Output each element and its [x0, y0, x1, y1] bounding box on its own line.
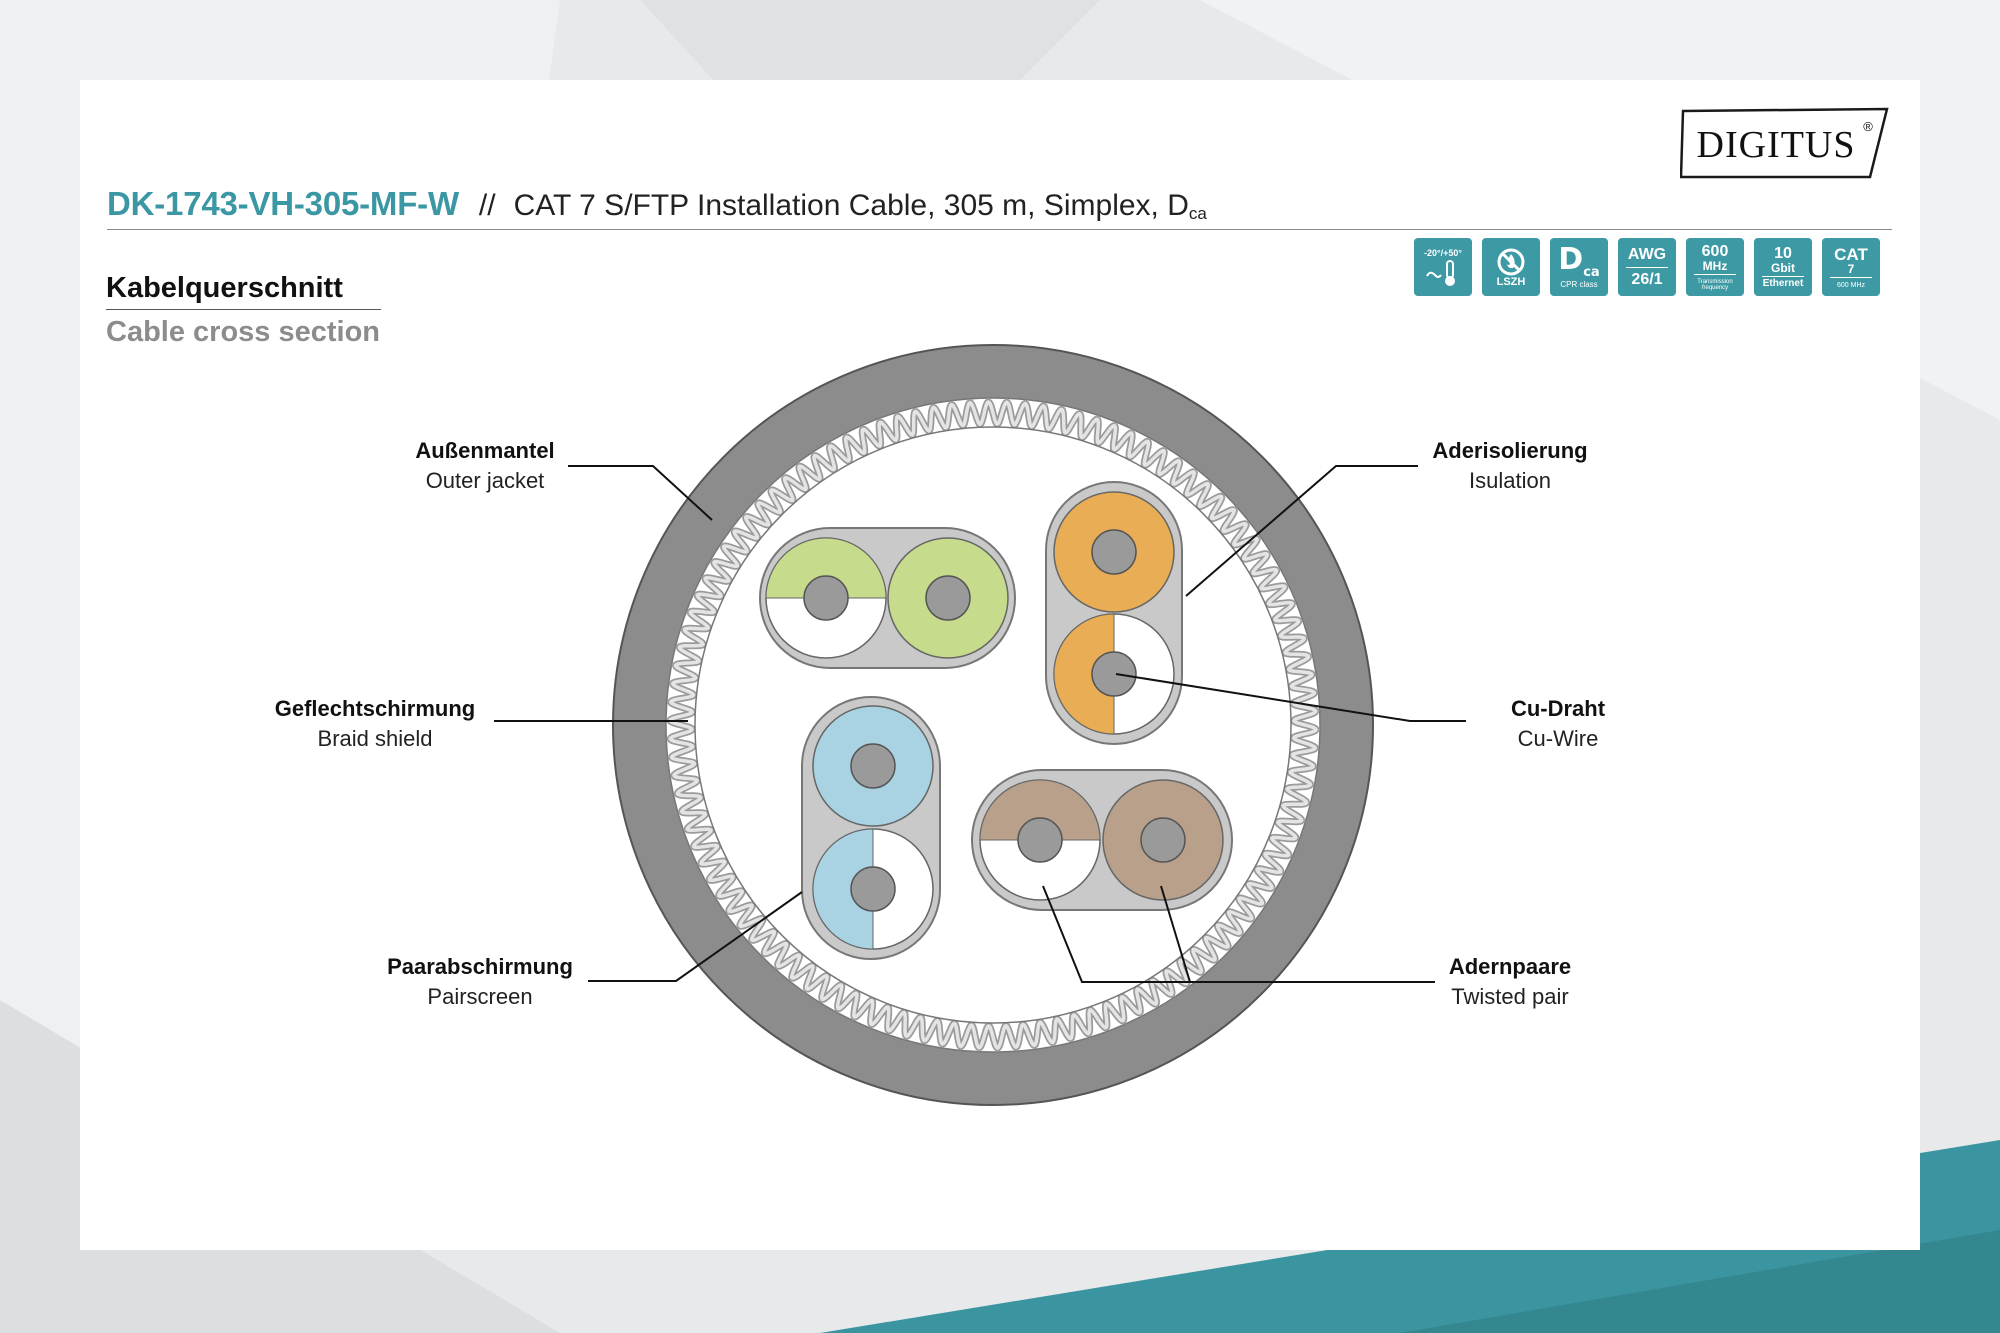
- green-conductor: [887, 537, 1009, 659]
- blue-white-conductor: [812, 828, 934, 950]
- svg-text:®: ®: [1863, 119, 1873, 134]
- temperature-icon: -20°/+50°: [1414, 238, 1472, 296]
- leader-outer-jacket: [568, 465, 713, 521]
- feature-badges: -20°/+50° LSZH Dca CPR class AWG 26/1 60…: [1414, 238, 1880, 298]
- leader-lines: [494, 465, 1466, 983]
- cu-wire: [1140, 817, 1186, 863]
- orange-conductor: [1053, 491, 1175, 613]
- cpr-class-icon: Dca CPR class: [1550, 238, 1608, 296]
- product-title-row: DK-1743-VH-305-MF-W // CAT 7 S/FTP Insta…: [107, 185, 1892, 230]
- insulation-color-half: [812, 828, 874, 950]
- inner-core: [694, 426, 1292, 1024]
- product-title: CAT 7 S/FTP Installation Cable, 305 m, S…: [513, 189, 1207, 223]
- cu-wire: [925, 575, 971, 621]
- frequency-icon: 600 MHz Transmission frequency: [1686, 238, 1744, 296]
- svg-text:DIGITUS: DIGITUS: [1697, 124, 1856, 166]
- leader-pair-screen: [588, 891, 803, 982]
- orange-white-conductor: [1053, 613, 1175, 735]
- brown-conductor: [1102, 779, 1224, 901]
- blue-conductor: [812, 705, 934, 827]
- cu-wire: [850, 866, 896, 912]
- cable-body: [612, 344, 1374, 1106]
- insulation-color-half: [1053, 613, 1115, 735]
- awg-icon: AWG 26/1: [1618, 238, 1676, 296]
- cu-wire: [1091, 529, 1137, 575]
- ethernet-icon: 10 Gbit Ethernet: [1754, 238, 1812, 296]
- leader-twisted-pair-a: [1042, 885, 1435, 983]
- leader-cu-wire: [1115, 673, 1466, 722]
- leader-twisted-pair-b: [1160, 885, 1191, 983]
- cu-wire: [1091, 651, 1137, 697]
- section-title-en: Cable cross section: [106, 316, 380, 348]
- cu-wire: [803, 575, 849, 621]
- insulation-color-half: [979, 779, 1101, 841]
- section-title-de: Kabelquerschnitt: [106, 272, 381, 310]
- cu-wire: [850, 743, 896, 789]
- lszh-icon: LSZH: [1482, 238, 1540, 296]
- cu-wire: [1017, 817, 1063, 863]
- title-separator: //: [478, 189, 496, 222]
- green-white-conductor: [765, 537, 887, 659]
- cat-icon: CAT 7 600 MHz: [1822, 238, 1880, 296]
- digitus-logo: DIGITUS ®: [1680, 107, 1890, 179]
- leader-insulation: [1185, 465, 1418, 597]
- brown-white-conductor: [979, 779, 1101, 901]
- insulation-color-half: [765, 537, 887, 599]
- product-code: DK-1743-VH-305-MF-W: [107, 185, 459, 222]
